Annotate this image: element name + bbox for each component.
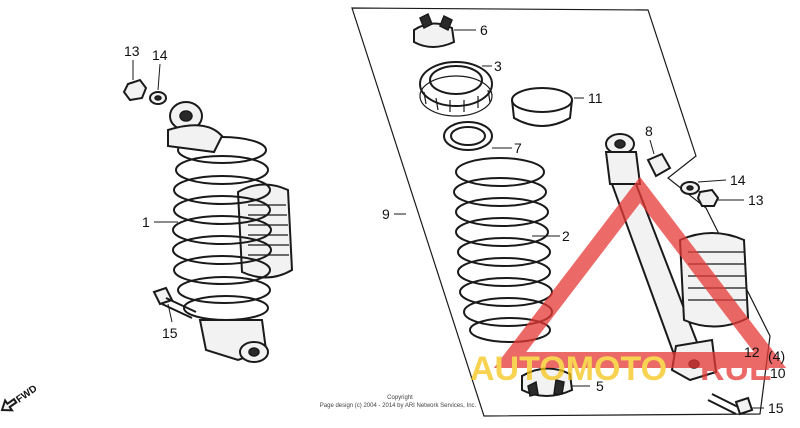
callout-labels: 13 14 1 15 9 6 3 11 7 8 2 5 14 13 12 (4)… — [124, 22, 786, 416]
copyright-line-1: Copyright — [387, 395, 413, 401]
callout-4: (4) — [768, 348, 785, 364]
callout-10: 10 — [770, 365, 786, 381]
callout-6: 6 — [480, 22, 488, 38]
spring-seat-stopper-6 — [413, 12, 456, 48]
band-11 — [511, 87, 573, 127]
assembly-outline-9 — [351, 7, 771, 417]
watermark-triangle — [493, 176, 787, 368]
watermark-text-yellow: AUTOMOTO — [470, 350, 667, 388]
callout-9: 9 — [382, 206, 390, 222]
washer-14-left — [149, 91, 167, 105]
callout-13-left: 13 — [124, 43, 140, 59]
callout-12: 12 — [744, 344, 760, 360]
fwd-label: FWD — [14, 383, 39, 405]
callout-3: 3 — [494, 58, 502, 74]
bolt-15-right — [707, 393, 754, 416]
callout-15-left: 15 — [162, 325, 178, 341]
nut-13-right — [696, 188, 720, 207]
callout-7: 7 — [514, 140, 522, 156]
watermark: AUTOMOTO RUE — [470, 176, 787, 388]
spring-lower-seat-5 — [521, 367, 574, 397]
copyright-block: Copyright Page design (c) 2004 - 2014 by… — [320, 395, 477, 409]
callout-13-right: 13 — [748, 192, 764, 208]
seat-ring-7 — [443, 121, 493, 151]
callout-8: 8 — [645, 123, 653, 139]
callout-15-right: 15 — [768, 400, 784, 416]
callout-14-left: 14 — [152, 47, 168, 63]
adjuster-ring-3 — [419, 61, 493, 117]
nut-13-left — [122, 78, 148, 102]
washer-14-right — [680, 181, 700, 195]
bolt-15-left — [152, 286, 197, 319]
callout-11: 11 — [588, 90, 603, 106]
copyright-line-2: Page design (c) 2004 - 2014 by ARI Netwo… — [320, 403, 477, 409]
callout-2: 2 — [562, 228, 570, 244]
fwd-arrow: FWD — [0, 383, 39, 412]
callout-14-right: 14 — [730, 172, 746, 188]
callout-1: 1 — [142, 214, 150, 230]
bush-8 — [646, 152, 672, 178]
callout-5: 5 — [596, 378, 604, 394]
leader-lines — [132, 29, 764, 409]
left-shock-absorber — [167, 101, 294, 363]
watermark-text-red: RUE — [700, 350, 772, 388]
